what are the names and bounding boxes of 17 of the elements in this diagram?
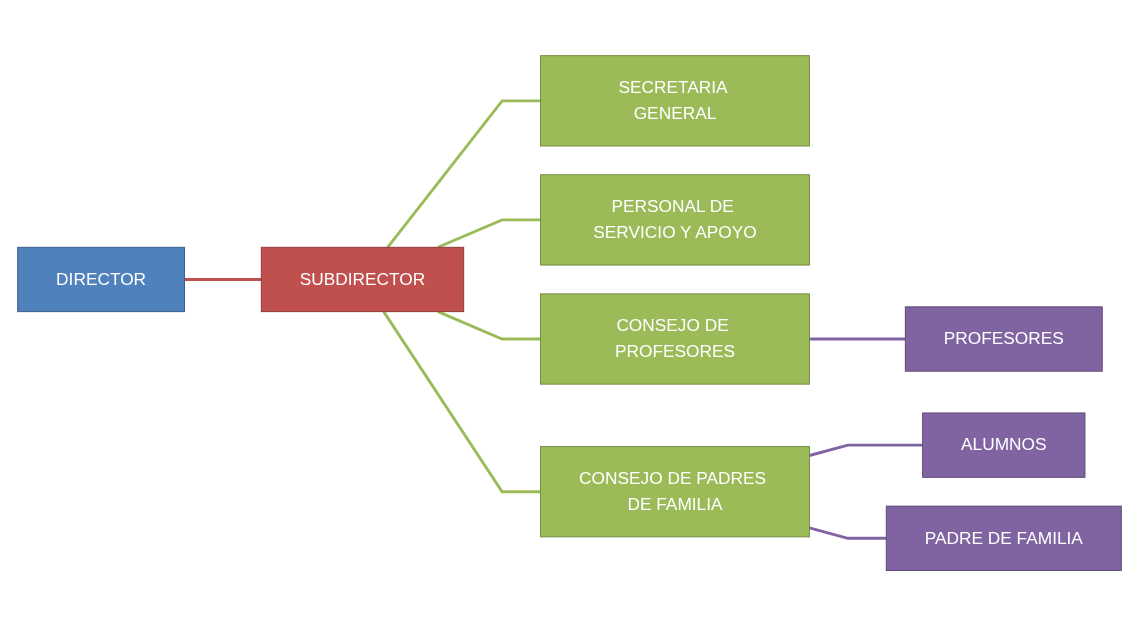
connector xyxy=(809,526,887,540)
node-box: PERSONAL DE SERVICIO Y APOYO xyxy=(540,174,810,266)
connector xyxy=(809,443,923,457)
connector xyxy=(382,310,541,494)
connector xyxy=(184,277,262,281)
connector xyxy=(437,218,541,249)
node-box: ALUMNOS xyxy=(922,412,1086,478)
node-box: CONSEJO DE PROFESORES xyxy=(540,293,810,385)
node-box: CONSEJO DE PADRES DE FAMILIA xyxy=(540,446,810,538)
node-box: SECRETARIA GENERAL xyxy=(540,55,810,147)
node-box: PROFESORES xyxy=(904,306,1103,372)
node-box: PADRE DE FAMILIA xyxy=(885,505,1122,571)
connector xyxy=(809,337,906,341)
node-box: SUBDIRECTOR xyxy=(260,246,465,313)
connector xyxy=(437,310,541,341)
connector xyxy=(386,99,541,249)
node-box: DIRECTOR xyxy=(17,246,185,313)
